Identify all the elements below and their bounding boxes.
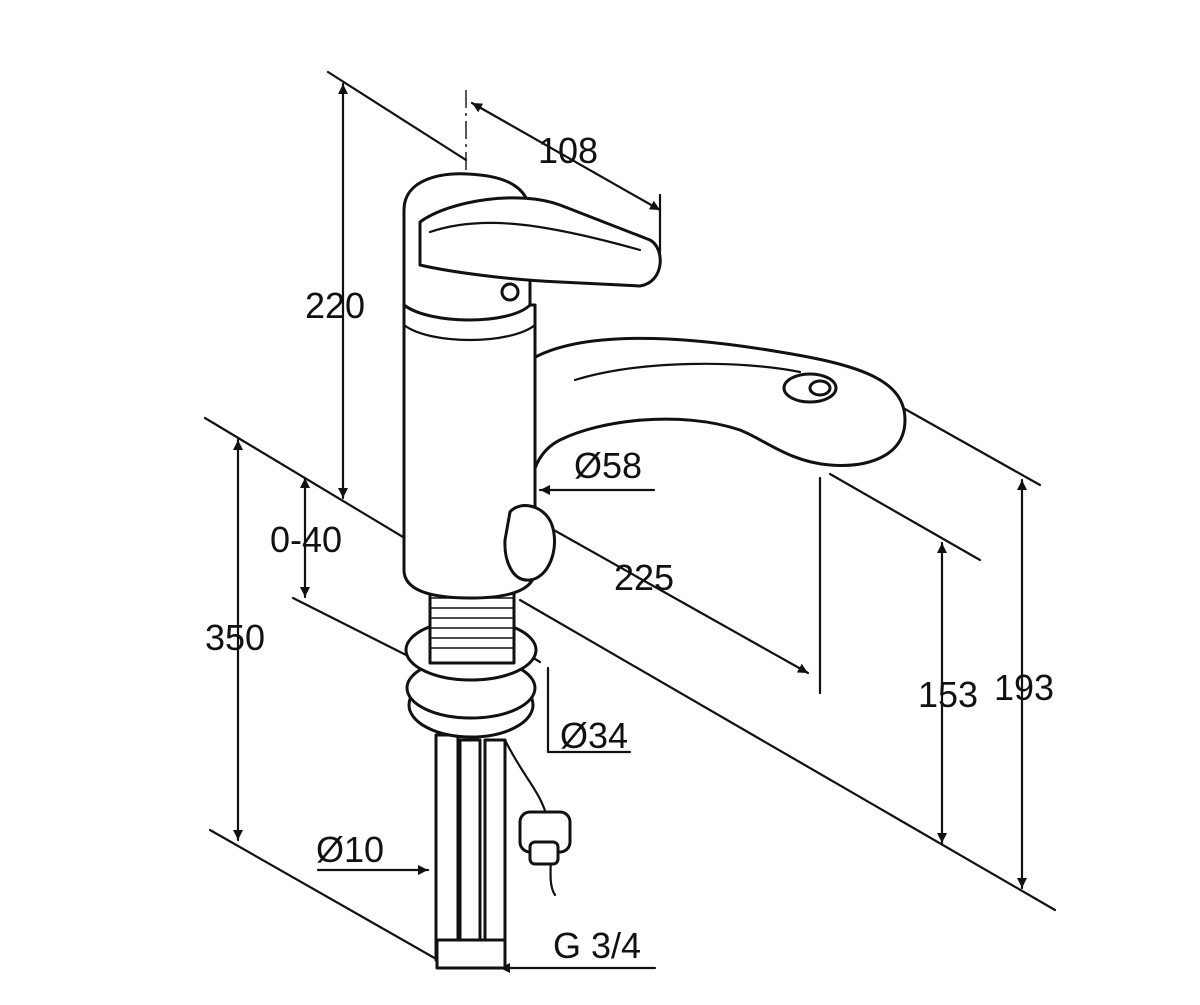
lever-handle[interactable] [418, 196, 662, 288]
ext-350-top [203, 416, 410, 542]
label-0-40: 0-40 [270, 519, 342, 560]
lever-edge [428, 221, 642, 252]
side-knob[interactable] [503, 504, 557, 582]
label-220: 220 [305, 285, 365, 326]
label-225: 225 [614, 557, 674, 598]
label-108: 108 [538, 130, 598, 171]
label-58: Ø58 [574, 445, 642, 486]
ext-0-40-low [291, 596, 422, 664]
body-ring [402, 323, 537, 342]
hose-coupler [528, 840, 560, 866]
spray-button-center [808, 379, 832, 397]
dim-225 [534, 518, 810, 675]
ext-153-top [828, 472, 982, 562]
label-10: Ø10 [316, 829, 384, 870]
ext-350-bottom [208, 828, 440, 962]
ext-base-line [518, 598, 1057, 912]
thread-lines [430, 597, 514, 649]
spout-edge [573, 362, 802, 382]
dimension-labels: 108 220 Ø58 0-40 225 350 Ø34 153 193 Ø10… [205, 130, 1054, 966]
faucet-body [402, 172, 907, 970]
handle-screw [500, 282, 520, 302]
leader-34 [546, 666, 632, 754]
dimension-lines [203, 70, 1057, 973]
label-193: 193 [994, 667, 1054, 708]
supply-hose-left [434, 733, 460, 962]
ext-193-top [878, 393, 1042, 487]
dim-108 [470, 101, 662, 212]
label-350: 350 [205, 617, 265, 658]
threaded-shank [428, 586, 516, 665]
supply-hose-right [483, 738, 507, 947]
label-153: 153 [918, 674, 978, 715]
label-g34: G 3/4 [553, 925, 641, 966]
ext-top-220 [326, 70, 468, 162]
label-34: Ø34 [560, 715, 628, 756]
supply-hose-middle [458, 738, 482, 962]
thread-nut [435, 938, 507, 970]
